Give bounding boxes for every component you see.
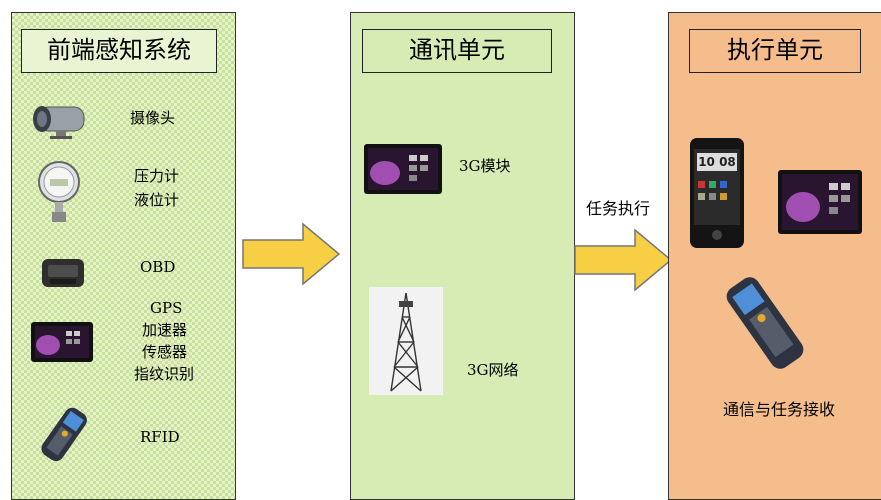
obd-connector-icon (42, 259, 84, 287)
camera-label: 摄像头 (130, 109, 176, 127)
tablet-3g-module-icon (364, 144, 442, 194)
communication-unit-panel: 通讯单元 3G模块 3G网络 (350, 12, 575, 500)
pressure-gauge-icon (38, 161, 80, 222)
3g-network-label: 3G网络 (467, 361, 519, 379)
task-execution-label: 任务执行 (586, 199, 651, 218)
smartphone-icon: 10 08 (689, 137, 745, 249)
fingerprint-label: 指纹识别 (134, 365, 195, 383)
handheld-terminal-icon (726, 277, 804, 369)
sensing-system-title: 前端感知系统 (21, 29, 217, 73)
rfid-handheld-icon (41, 407, 87, 462)
cell-tower-icon (369, 287, 443, 395)
accelerometer-label: 加速器 (142, 321, 188, 339)
right-arrow-2 (574, 228, 673, 292)
right-arrow-1 (242, 222, 341, 286)
communication-task-receive-label: 通信与任务接收 (723, 400, 836, 419)
level-gauge-label: 液位计 (134, 191, 180, 209)
communication-unit-title: 通讯单元 (362, 29, 552, 73)
tablet-icon-right (778, 170, 862, 234)
sensor-label: 传感器 (142, 343, 188, 361)
sensing-system-panel: 前端感知系统 摄像头 压力计 液位计 OBD GPS 加速器 传感器 指纹识别 (11, 12, 236, 500)
obd-label: OBD (140, 258, 176, 276)
camera-icon (33, 106, 85, 139)
3g-module-label: 3G模块 (459, 157, 511, 175)
execution-unit-panel: 执行单元 10 08 (668, 12, 881, 500)
tablet-icon (31, 322, 93, 362)
gps-label: GPS (150, 299, 183, 317)
phone-clock-text: 10 08 (698, 155, 736, 169)
rfid-label: RFID (140, 428, 180, 446)
execution-unit-title: 执行单元 (689, 29, 861, 73)
pressure-gauge-label: 压力计 (134, 167, 180, 185)
